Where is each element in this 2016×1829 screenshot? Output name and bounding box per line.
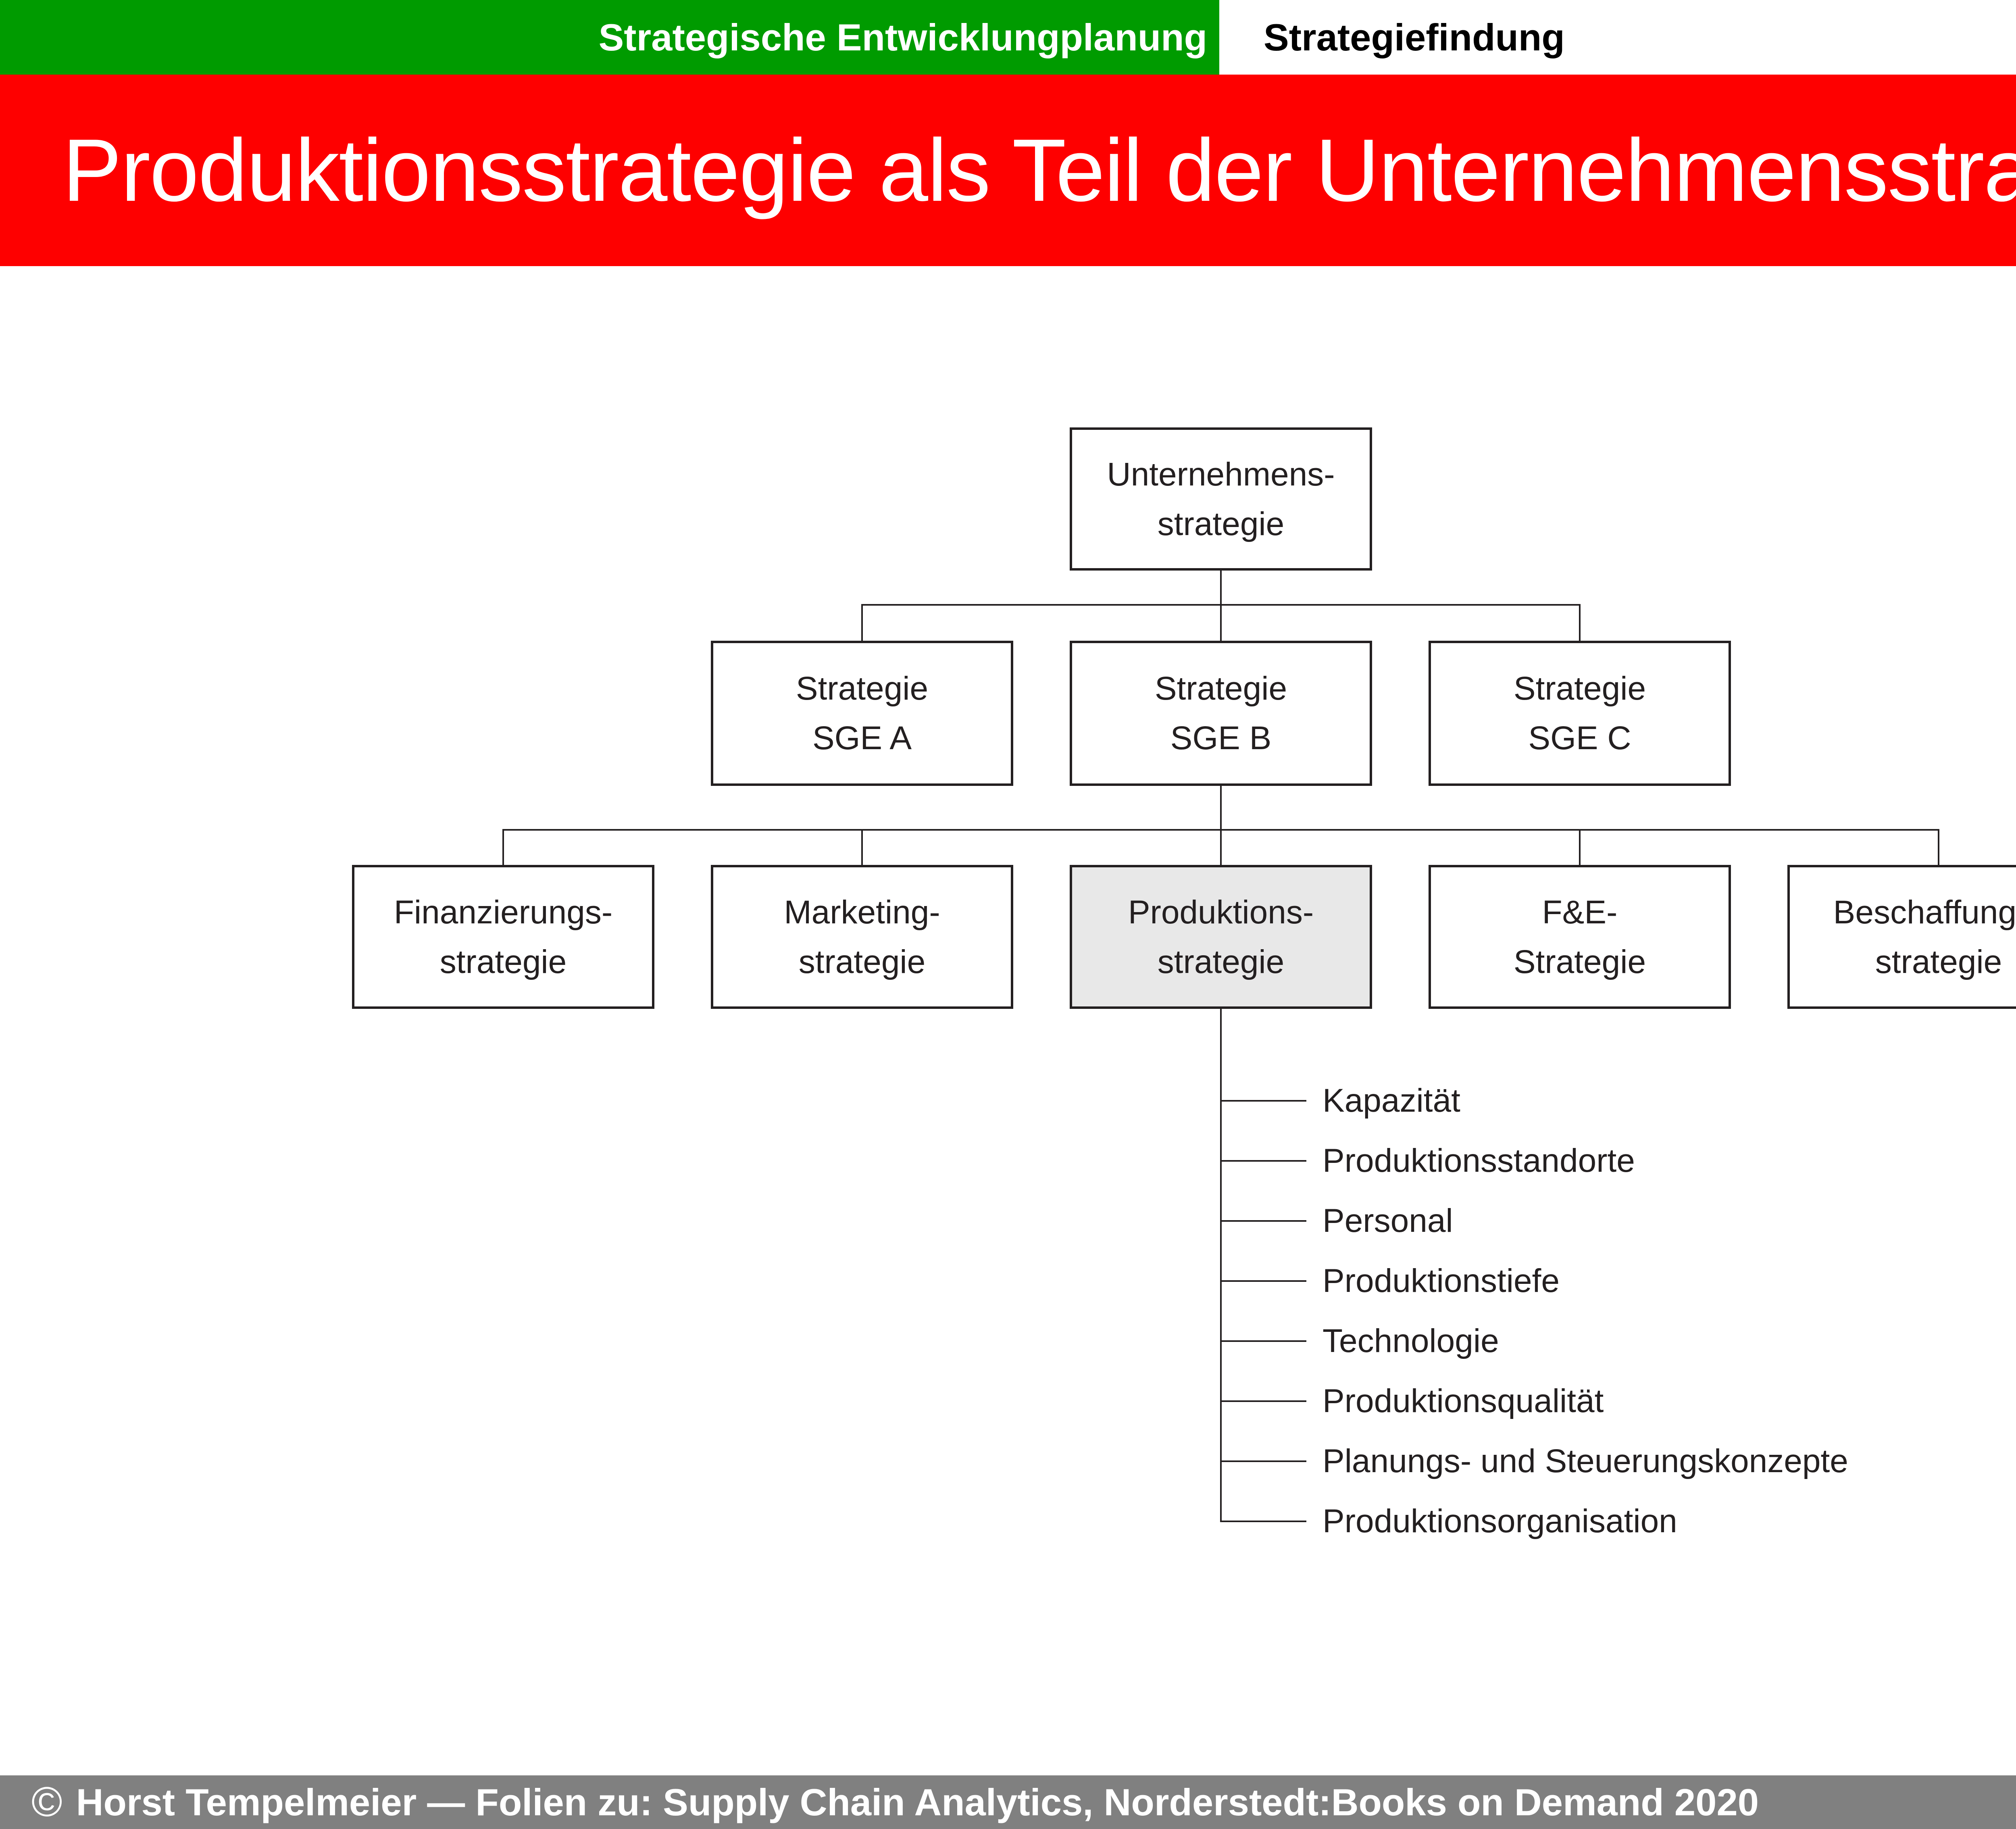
title-bar: Produktionsstrategie als Teil der Untern… [0, 75, 2016, 266]
section-bar: Strategische Entwicklungplanung Strategi… [0, 0, 2016, 75]
node-marketingstrategie: Marketing- strategie [711, 865, 1013, 1009]
node-unternehmensstrategie: Unternehmens- strategie [1070, 427, 1372, 571]
node-label-line: SGE B [1170, 720, 1272, 756]
node-label-line: Produktions- [1128, 894, 1314, 931]
node-label-line: Marketing- [784, 894, 940, 931]
node-label-line: SGE A [812, 720, 912, 756]
node-label-line: Strategie [1154, 670, 1287, 707]
leaf-planungs-und-steuerungskonzepte: Planungs- und Steuerungskonzepte [1322, 1443, 1848, 1479]
section-tab-left-label: Strategische Entwicklungplanung [598, 16, 1207, 58]
node-produktionsstrategie-highlighted: Produktions- strategie [1070, 865, 1372, 1009]
slide-title: Produktionsstrategie als Teil der Untern… [62, 121, 2016, 220]
node-label-line: Strategie [1513, 943, 1646, 980]
section-tab-right[interactable]: Strategiefindung [1219, 0, 2016, 75]
leaf-technologie: Technologie [1322, 1323, 1499, 1359]
leaf-produktionsqualitaet: Produktionsqualität [1322, 1383, 1604, 1419]
section-tab-right-label: Strategiefindung [1264, 16, 1565, 58]
trunk-line [1220, 1009, 1222, 1522]
connector-line [861, 605, 863, 641]
node-label-line: strategie [1157, 505, 1285, 542]
footer-credit-text: Horst Tempelmeier — Folien zu: Supply Ch… [76, 1781, 1759, 1823]
connector-line [1579, 605, 1581, 641]
node-label-line: F&E- [1542, 894, 1618, 931]
node-strategie-sge-c: Strategie SGE C [1429, 641, 1731, 786]
leaf-produktionstiefe: Produktionstiefe [1322, 1262, 1560, 1299]
node-finanzierungsstrategie: Finanzierungs- strategie [352, 865, 654, 1009]
footer-bar: © Horst Tempelmeier — Folien zu: Supply … [0, 1775, 2016, 1829]
node-label-line: strategie [1157, 943, 1285, 980]
connector-line [1938, 830, 1939, 865]
connector-line [1579, 830, 1581, 865]
node-label-line: Strategie [796, 670, 929, 707]
node-fe-strategie: F&E- Strategie [1429, 865, 1731, 1009]
node-label-line: SGE C [1528, 720, 1631, 756]
leaf-produktionsorganisation: Produktionsorganisation [1322, 1503, 1677, 1539]
leaf-kapazitaet: Kapazität [1322, 1082, 1460, 1119]
node-label-line: strategie [798, 943, 926, 980]
node-label-line: Finanzierungs- [394, 894, 613, 931]
connector-line [1220, 570, 1222, 606]
node-label-line: strategie [439, 943, 567, 980]
tick-line [1221, 1460, 1306, 1462]
section-tab-left[interactable]: Strategische Entwicklungplanung [0, 0, 1219, 75]
tick-line [1221, 1160, 1306, 1162]
node-label-line: Strategie [1513, 670, 1646, 707]
tick-line [1221, 1220, 1306, 1222]
connector-line [1220, 830, 1222, 865]
tick-line [1221, 1280, 1306, 1282]
copyright-icon: © [31, 1779, 62, 1825]
connector-line [1220, 605, 1222, 641]
leaf-produktionsstandorte: Produktionsstandorte [1322, 1142, 1635, 1179]
connector-line [861, 830, 863, 865]
tick-line [1221, 1340, 1306, 1342]
tick-line [1221, 1521, 1306, 1522]
node-strategie-sge-a: Strategie SGE A [711, 641, 1013, 786]
connector-line [1220, 786, 1222, 831]
tick-line [1221, 1100, 1306, 1102]
tick-line [1221, 1400, 1306, 1402]
node-label-line: strategie [1875, 943, 2002, 980]
footer-credit: © Horst Tempelmeier — Folien zu: Supply … [31, 1778, 1759, 1826]
connector-line [502, 830, 504, 865]
node-strategie-sge-b: Strategie SGE B [1070, 641, 1372, 786]
leaf-personal: Personal [1322, 1202, 1453, 1239]
node-label-line: Unternehmens- [1107, 456, 1335, 493]
